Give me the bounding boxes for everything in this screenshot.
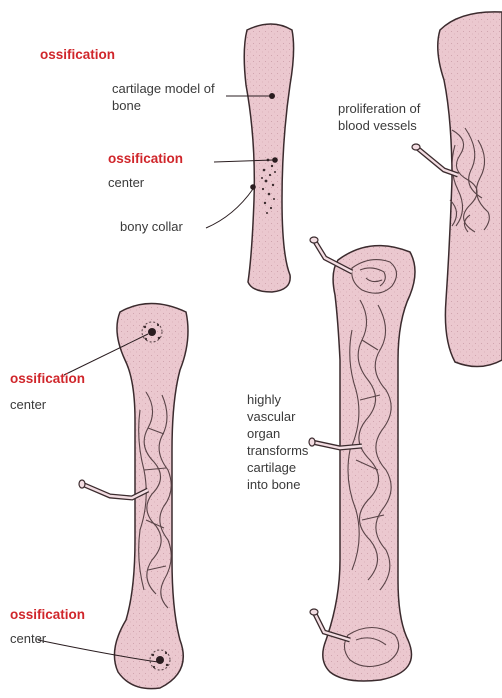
heading-ossification: ossification <box>40 46 115 63</box>
label-ossification-1-title: ossification <box>108 150 183 167</box>
label-ossification-3-title: ossification <box>10 606 85 623</box>
label-ossification-3-sub: center <box>10 630 46 647</box>
label-bony-collar: bony collar <box>120 218 183 235</box>
ossification-marker-dot <box>272 157 278 163</box>
leader-bony-collar <box>206 189 253 228</box>
label-cartilage-model: cartilage model of bone <box>112 80 232 114</box>
label-proliferation: proliferation of blood vessels <box>338 100 430 134</box>
label-ossification-2-sub: center <box>10 396 46 413</box>
bone-cartilage-model <box>244 24 293 292</box>
bone-vascular-organ <box>309 237 415 681</box>
label-highly-vascular: highly vascular organ transforms cartila… <box>247 391 317 493</box>
label-ossification-1-sub: center <box>108 174 144 191</box>
bone-proliferation <box>412 12 502 367</box>
label-ossification-2-title: ossification <box>10 370 85 387</box>
bony-collar-marker-dot <box>250 184 256 190</box>
bone-two-centers <box>79 304 188 689</box>
